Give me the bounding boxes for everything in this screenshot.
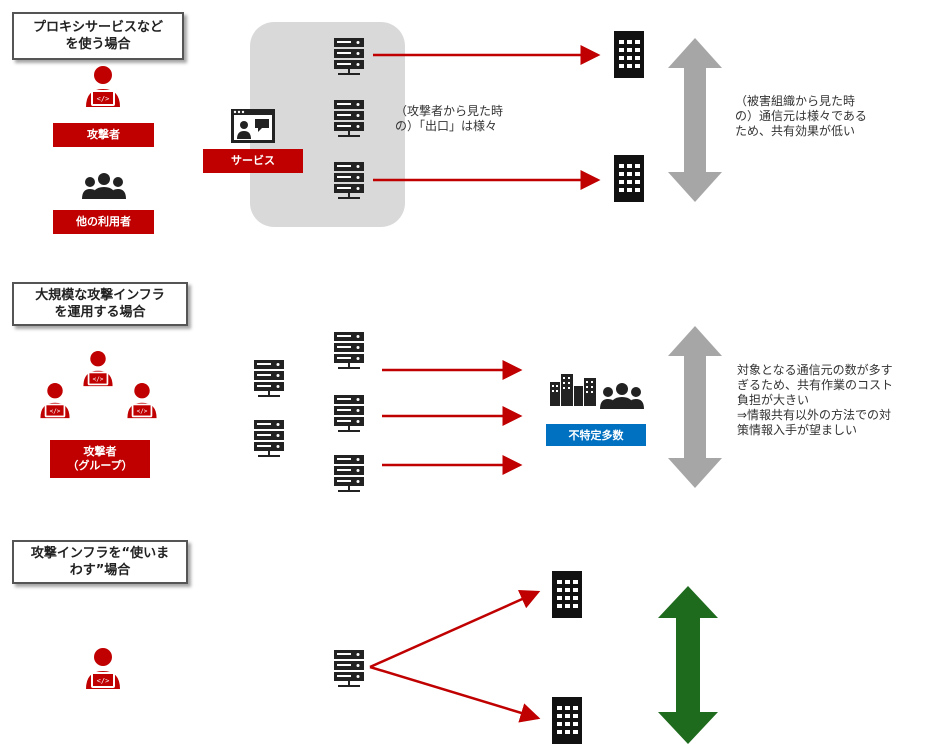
section1-title-line1: プロキシサービスなど [32,20,163,35]
service-label: サービス [203,149,303,173]
infra-server-icon-left-1 [254,360,284,397]
reuse-building-icon-1 [552,571,582,618]
reuse-arrow-up [369,590,541,669]
section3-title-line2: わす”場合 [69,563,131,578]
group-attacker-icon-right: </> [127,383,157,419]
unspecified-many-label-text: 不特定多数 [568,429,624,442]
reuse-attacker-icon: </> [86,648,120,689]
attacker-icon: </> [86,66,120,107]
section3-title-line1: 攻撃インフラを“使いま [30,546,170,561]
infra-server-icon-2 [334,395,364,432]
victim-perspective-note: （被害組織から見た時 の）通信元は様々である ため、共有効果が低い [735,94,867,138]
section2-title-line2: を運用する場合 [54,305,146,320]
infra-server-icon-left-2 [254,420,284,457]
proxy-server-icon-1 [334,38,364,75]
people-group-icon [600,383,644,409]
users-group-icon [82,173,126,199]
svg-text:</>: </> [137,408,148,415]
section1-title-box: プロキシサービスなど を使う場合 [12,12,184,60]
group-attacker-icon-top: </> [83,351,113,387]
low-sharing-effect-arrow [668,38,722,202]
group-attacker-icon-left: </> [40,383,70,419]
infra-server-icon-3 [334,455,364,492]
svg-text:</>: </> [97,95,110,103]
attacker-perspective-note: （攻撃者から見た時 の）「出口」は様々 [395,104,504,133]
other-users-label-text: 他の利用者 [76,215,131,228]
svg-text:</>: </> [97,677,110,685]
reuse-building-icon-2 [552,697,582,744]
proxy-server-icon-3 [334,162,364,199]
attacker-label: 攻撃者 [53,123,154,147]
section1-title-line2: を使う場合 [65,37,131,52]
reuse-arrow-down [369,665,541,723]
attacker-group-label-line2: （グループ） [67,459,133,472]
attacker-group-label-line1: 攻撃者 [83,445,117,458]
service-window-icon [231,109,275,143]
svg-text:</>: </> [93,376,104,383]
section2-title-box: 大規模な攻撃インフラ を運用する場合 [12,282,188,326]
victim-building-icon-1 [614,31,644,78]
victim-building-icon-2 [614,155,644,202]
city-buildings-icon [550,374,596,406]
section2-title-line1: 大規模な攻撃インフラ [35,288,165,303]
svg-text:</>: </> [50,408,61,415]
high-cost-arrow [668,326,722,488]
attacker-group-label: 攻撃者 （グループ） [50,440,150,478]
reused-server-icon [334,650,364,687]
section3-title-box: 攻撃インフラを“使いま わす”場合 [12,540,188,584]
high-sharing-effect-arrow [658,586,718,744]
service-label-text: サービス [231,154,275,167]
unspecified-many-label: 不特定多数 [546,424,646,446]
other-users-label: 他の利用者 [53,210,154,234]
large-infra-note: 対象となる通信元の数が多す ぎるため、共有作業のコスト 負担が大きい ⇒情報共有… [737,363,894,437]
infra-server-icon-1 [334,332,364,369]
attacker-label-text: 攻撃者 [87,128,120,141]
proxy-server-icon-2 [334,100,364,137]
